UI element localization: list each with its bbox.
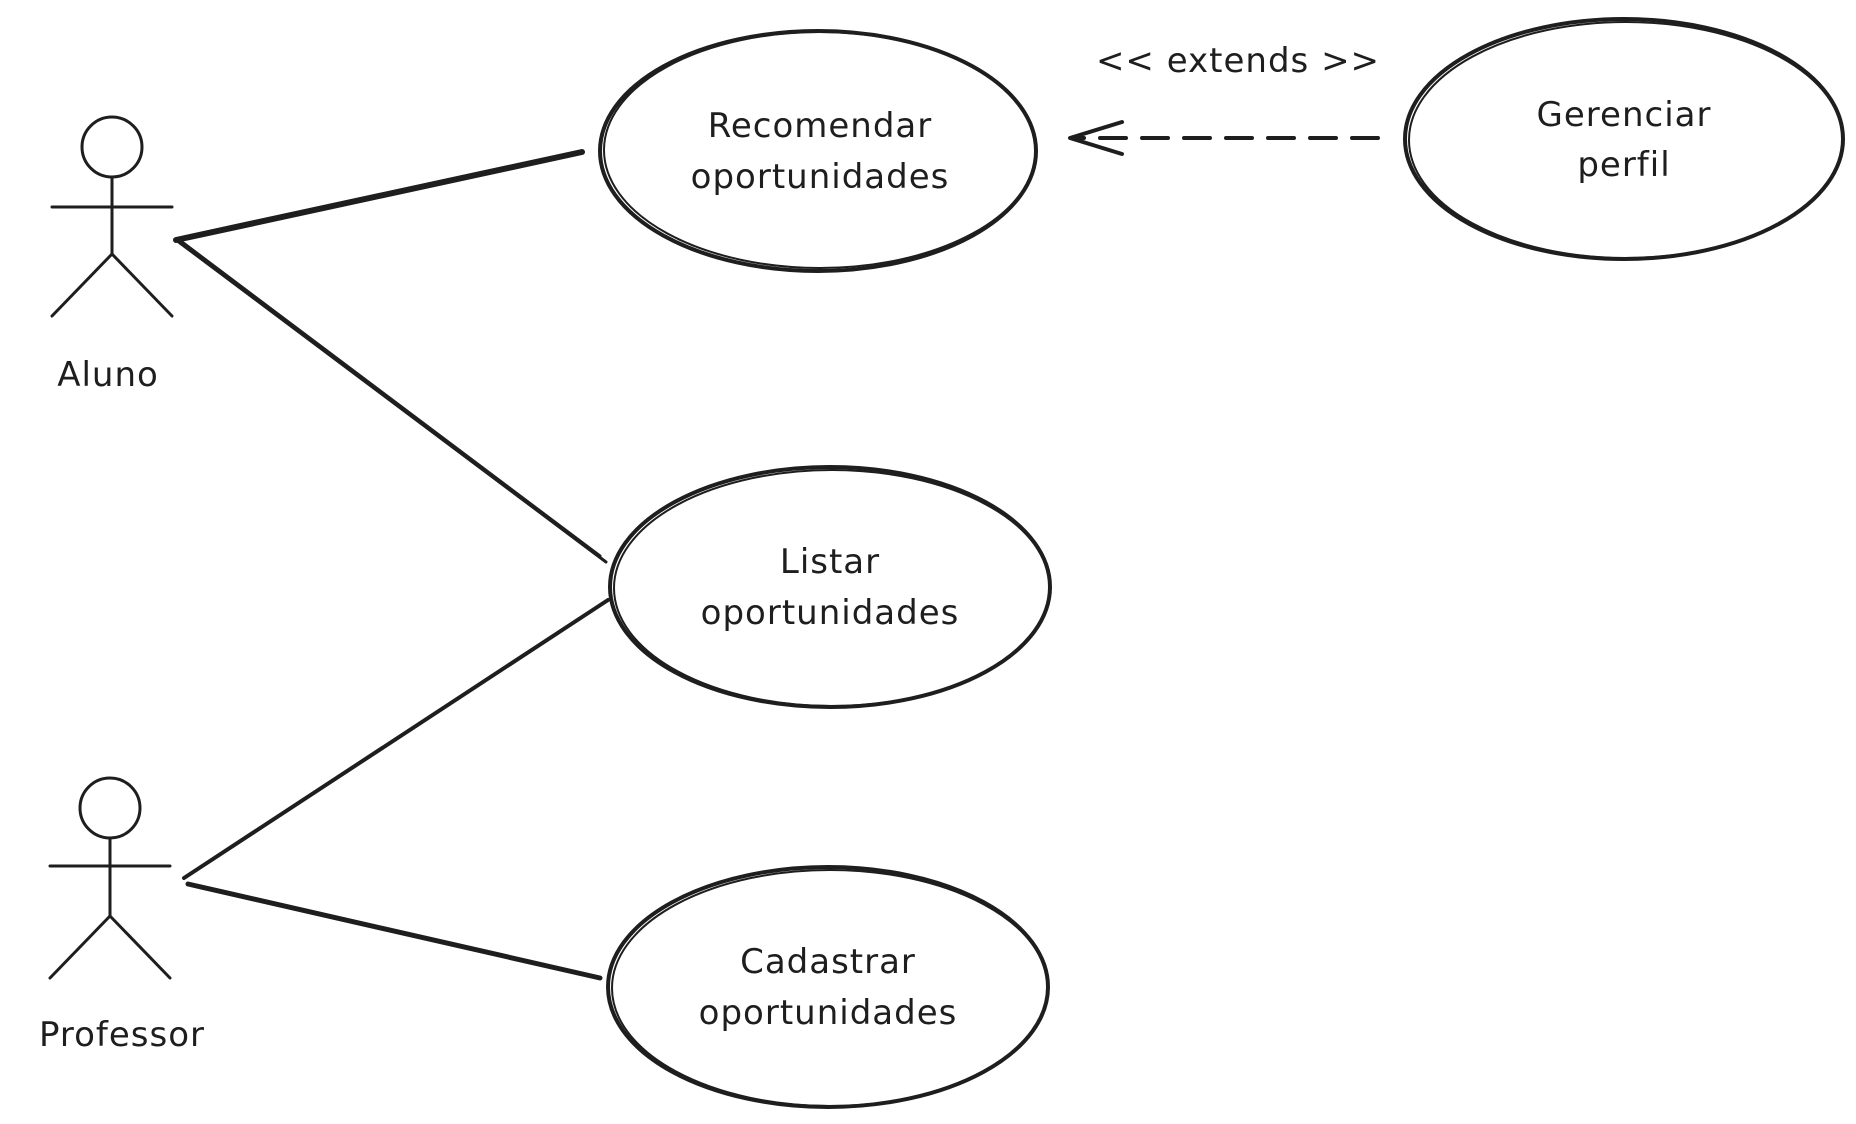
use-case-label-line2: oportunidades [691,157,950,197]
actor-label-professor: Professor [39,1015,205,1055]
association-aluno-recomendar [173,149,585,243]
extends-label: << extends >> [1096,41,1380,81]
use-case-label-line1: Gerenciar [1537,95,1712,135]
extends-relation: << extends >> [1068,41,1380,156]
use-case-gerenciar-perfil: Gerenciar perfil [1403,17,1845,261]
use-case-label-line1: Recomendar [708,106,933,146]
use-case-listar-oportunidades: Listar oportunidades [608,465,1052,709]
actor-professor: Professor [39,776,205,1055]
actor-label-aluno: Aluno [57,355,159,395]
stick-figure-icon [50,115,174,318]
use-case-cadastrar-oportunidades: Cadastrar oportunidades [606,865,1050,1109]
extends-arrowhead [1068,120,1124,156]
association-aluno-listar [174,238,608,564]
actor-aluno: Aluno [50,115,174,395]
association-professor-listar [182,598,610,880]
association-professor-cadastrar [185,881,603,981]
use-case-label-line1: Listar [780,542,880,582]
stick-figure-icon [48,776,172,980]
use-case-label-line2: perfil [1577,145,1670,185]
use-case-recomendar-oportunidades: Recomendar oportunidades [598,29,1038,273]
use-case-label-line1: Cadastrar [740,942,916,982]
use-case-label-line2: oportunidades [699,993,958,1033]
associations [173,149,610,981]
use-case-label-line2: oportunidades [701,593,960,633]
